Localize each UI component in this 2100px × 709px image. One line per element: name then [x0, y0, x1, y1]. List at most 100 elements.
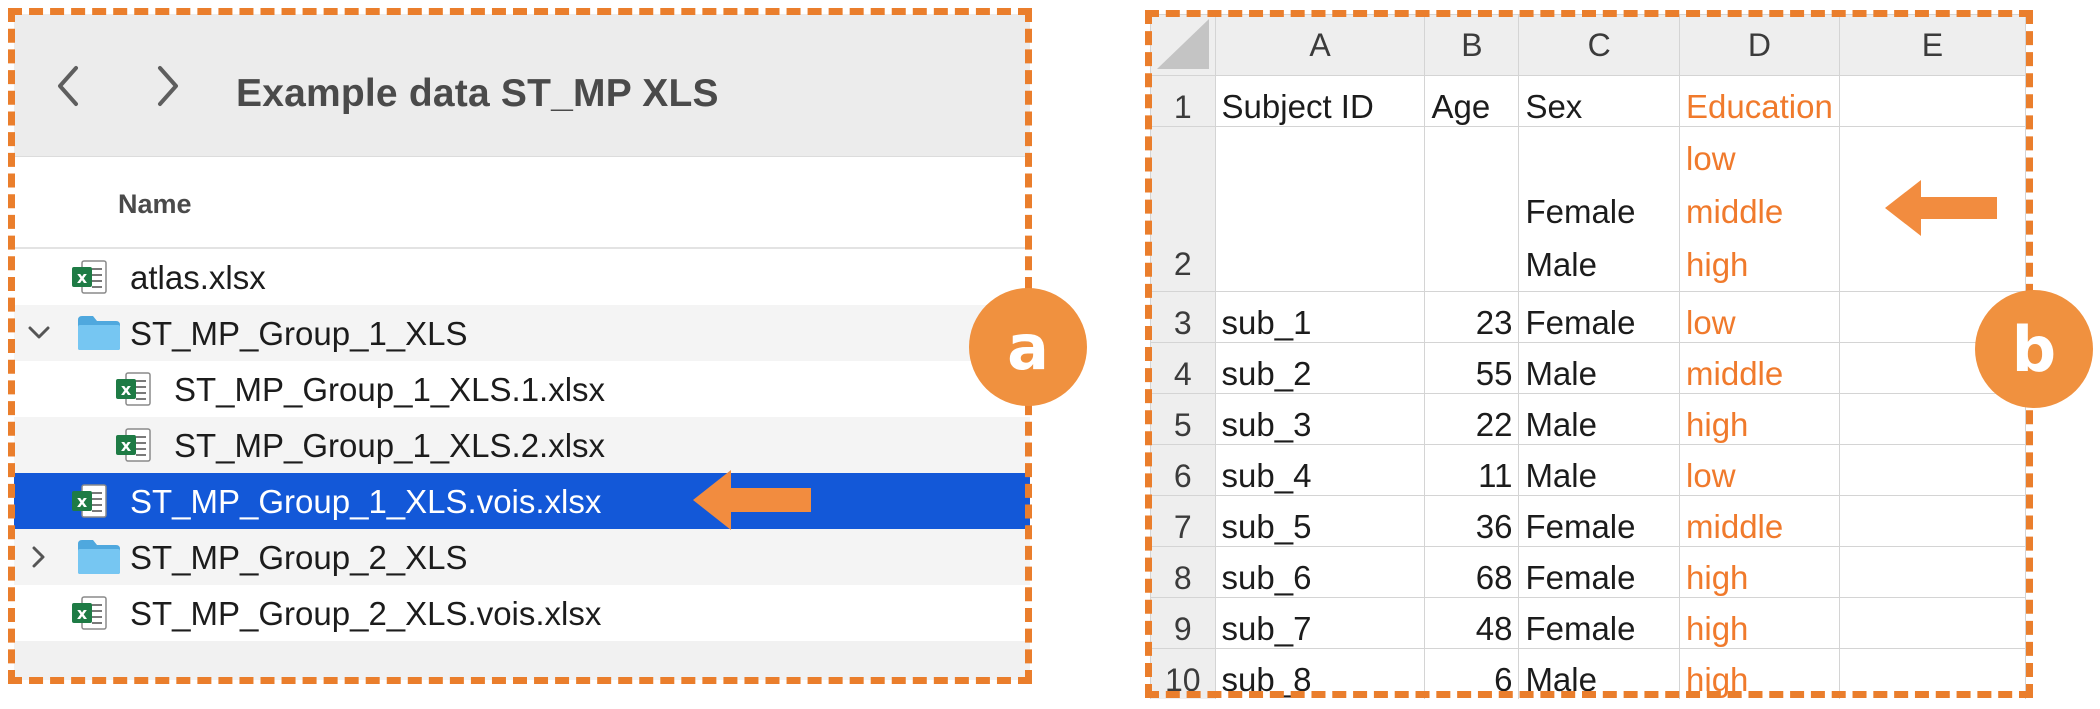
education-option: high [1686, 246, 1749, 283]
row-header[interactable]: 2 [1150, 126, 1216, 292]
excel-file-icon: x [114, 427, 152, 471]
name-column-header[interactable]: Name [14, 157, 1030, 249]
excel-file-icon: x [114, 371, 152, 415]
file-name: atlas.xlsx [130, 259, 266, 296]
cell-age-header[interactable]: Age [1424, 75, 1520, 127]
cell-empty[interactable] [1838, 648, 2026, 699]
row-header[interactable]: 7 [1150, 495, 1216, 547]
svg-text:x: x [77, 604, 88, 623]
cell-sex[interactable]: Male [1518, 648, 1681, 699]
cell-sex[interactable]: Male [1518, 342, 1681, 394]
row-header[interactable]: 1 [1150, 75, 1216, 127]
sex-option: Male [1525, 246, 1597, 283]
cell-empty[interactable] [1424, 126, 1520, 292]
file-row[interactable]: x atlas.xlsx [14, 249, 1030, 305]
cell-subject-id[interactable]: sub_1 [1214, 291, 1426, 343]
svg-text:x: x [77, 492, 88, 511]
cell-age[interactable]: 36 [1424, 495, 1520, 547]
row-header[interactable]: 8 [1150, 546, 1216, 598]
cell-subject-id[interactable]: sub_8 [1214, 648, 1426, 699]
cell-sex-header[interactable]: Sex [1518, 75, 1681, 127]
back-button[interactable] [48, 60, 88, 112]
cell-education-options[interactable]: low middle high [1679, 126, 1840, 292]
cell-age[interactable]: 11 [1424, 444, 1520, 496]
cell-education[interactable]: middle [1679, 342, 1840, 394]
row-header[interactable]: 9 [1150, 597, 1216, 649]
row-header[interactable]: 4 [1150, 342, 1216, 394]
education-option: low [1686, 140, 1736, 177]
file-row[interactable]: x ST_MP_Group_1_XLS.2.xlsx [14, 417, 1030, 473]
cell-age[interactable]: 23 [1424, 291, 1520, 343]
cell-empty[interactable] [1838, 495, 2026, 547]
row-header[interactable]: 3 [1150, 291, 1216, 343]
disclosure-expanded-icon[interactable] [26, 305, 52, 361]
file-name: ST_MP_Group_1_XLS.2.xlsx [174, 427, 606, 464]
cell-education[interactable]: middle [1679, 495, 1840, 547]
folder-row[interactable]: ST_MP_Group_2_XLS [14, 529, 1030, 585]
column-header-d[interactable]: D [1679, 14, 1840, 76]
column-header-a[interactable]: A [1214, 14, 1426, 76]
file-name: ST_MP_Group_2_XLS.vois.xlsx [130, 595, 602, 632]
cell-subject-id[interactable]: sub_6 [1214, 546, 1426, 598]
cell-education[interactable]: high [1679, 393, 1840, 445]
cell-sex[interactable]: Female [1518, 597, 1681, 649]
cell-sex-options[interactable]: Female Male [1518, 126, 1681, 292]
spreadsheet-grid: A B C D E 1 Subject ID Age Sex Education… [1150, 14, 2026, 699]
cell-subject-id[interactable]: sub_2 [1214, 342, 1426, 394]
cell-empty[interactable] [1838, 444, 2026, 496]
select-all-corner[interactable] [1150, 14, 1216, 76]
cell-sex[interactable]: Female [1518, 495, 1681, 547]
excel-file-icon: x [70, 259, 108, 303]
cell-age[interactable]: 68 [1424, 546, 1520, 598]
cell-education[interactable]: high [1679, 597, 1840, 649]
cell-education[interactable]: low [1679, 291, 1840, 343]
cell-empty[interactable] [1838, 597, 2026, 649]
column-header-b[interactable]: B [1424, 14, 1520, 76]
svg-text:x: x [77, 268, 88, 287]
svg-text:x: x [121, 380, 132, 399]
cell-education[interactable]: low [1679, 444, 1840, 496]
row-header[interactable]: 6 [1150, 444, 1216, 496]
disclosure-collapsed-icon[interactable] [26, 529, 52, 585]
cell-empty[interactable] [1838, 75, 2026, 127]
panel-label-a: a [969, 288, 1087, 406]
cell-sex[interactable]: Male [1518, 444, 1681, 496]
cell-sex[interactable]: Male [1518, 393, 1681, 445]
cell-age[interactable]: 48 [1424, 597, 1520, 649]
cell-empty[interactable] [1214, 126, 1426, 292]
cell-subject-id[interactable]: sub_4 [1214, 444, 1426, 496]
cell-education[interactable]: high [1679, 546, 1840, 598]
cell-sex[interactable]: Female [1518, 291, 1681, 343]
cell-education[interactable]: high [1679, 648, 1840, 699]
select-all-triangle-icon [1157, 19, 1209, 69]
cell-empty[interactable] [1838, 393, 2026, 445]
cell-subject-id-header[interactable]: Subject ID [1214, 75, 1426, 127]
forward-button[interactable] [148, 60, 188, 112]
column-header-c[interactable]: C [1518, 14, 1681, 76]
column-header-e[interactable]: E [1838, 14, 2026, 76]
cell-age[interactable]: 55 [1424, 342, 1520, 394]
row-header[interactable]: 5 [1150, 393, 1216, 445]
folder-row[interactable]: ST_MP_Group_1_XLS [14, 305, 1030, 361]
file-row[interactable]: x ST_MP_Group_2_XLS.vois.xlsx [14, 585, 1030, 641]
chevron-right-icon [158, 66, 178, 106]
row-header[interactable]: 10 [1150, 648, 1216, 699]
cell-sex[interactable]: Female [1518, 546, 1681, 598]
cell-subject-id[interactable]: sub_3 [1214, 393, 1426, 445]
cell-subject-id[interactable]: sub_7 [1214, 597, 1426, 649]
cell-education-header[interactable]: Education [1679, 75, 1840, 127]
cell-age[interactable]: 6 [1424, 648, 1520, 699]
cell-empty[interactable] [1838, 546, 2026, 598]
folder-icon [76, 538, 122, 584]
cell-subject-id[interactable]: sub_5 [1214, 495, 1426, 547]
cell-age[interactable]: 22 [1424, 393, 1520, 445]
